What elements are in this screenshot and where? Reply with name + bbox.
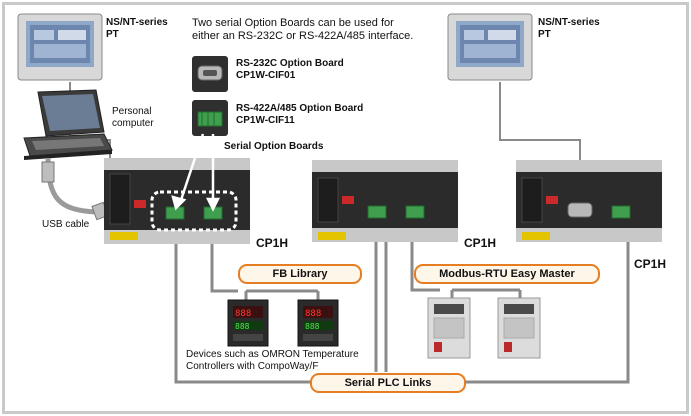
svg-text:888: 888 <box>235 322 250 331</box>
svg-text:888: 888 <box>235 309 251 319</box>
svg-text:888: 888 <box>305 309 321 319</box>
usb-cable <box>41 157 109 221</box>
rs232-board-label: RS-232C Option Board <box>236 58 344 69</box>
serial-plc-links-badge: Serial PLC Links <box>310 373 466 393</box>
intro-text-line1: Two serial Option Boards can be used for <box>192 17 394 29</box>
option-slots-highlight <box>150 190 238 232</box>
devices-label-line2: Controllers with CompoWay/F <box>186 361 319 372</box>
rs232-board-model: CP1W-CIF01 <box>236 70 296 81</box>
pt-left-label-line1: NS/NT-series <box>106 17 168 28</box>
rs422-board-label: RS-422A/485 Option Board <box>236 103 364 114</box>
pc-label-line1: Personal <box>112 106 152 117</box>
rs422-board-model: CP1W-CIF11 <box>236 115 295 126</box>
rs422-option-board <box>192 100 228 136</box>
intro-text-line2: either an RS-232C or RS-422A/485 interfa… <box>192 30 414 42</box>
pt-left-device <box>17 13 103 81</box>
pt-right-label-line2: PT <box>538 29 551 40</box>
plc-left-label: CP1H <box>256 236 289 250</box>
plc-middle-label: CP1H <box>464 236 497 250</box>
inverter-2 <box>497 297 541 359</box>
plc-middle <box>312 160 458 242</box>
rs232c-option-board <box>192 56 228 92</box>
pt-right-label-line1: NS/NT-series <box>538 17 600 28</box>
temperature-controller-2: 888 888 <box>297 299 339 347</box>
pt-left-label-line2: PT <box>106 29 119 40</box>
pc-label-line2: computer <box>112 118 154 129</box>
wire-modbus <box>410 222 440 292</box>
svg-text:888: 888 <box>305 322 320 331</box>
plc-right <box>516 160 662 242</box>
devices-label-line1: Devices such as OMRON Temperature <box>186 349 359 360</box>
modbus-badge: Modbus-RTU Easy Master <box>414 264 600 284</box>
wire-right-plc-link <box>462 232 630 384</box>
pt-right-device <box>447 13 533 81</box>
plc-right-label: CP1H <box>634 257 667 271</box>
temperature-controller-1: 888 888 <box>227 299 269 347</box>
inverter-1 <box>427 297 471 359</box>
usb-cable-label: USB cable <box>42 219 90 230</box>
serial-option-boards-label: Serial Option Boards <box>224 141 324 152</box>
fb-library-badge: FB Library <box>238 264 362 284</box>
laptop-device <box>23 89 113 160</box>
wire-left-plc-link <box>174 232 312 384</box>
